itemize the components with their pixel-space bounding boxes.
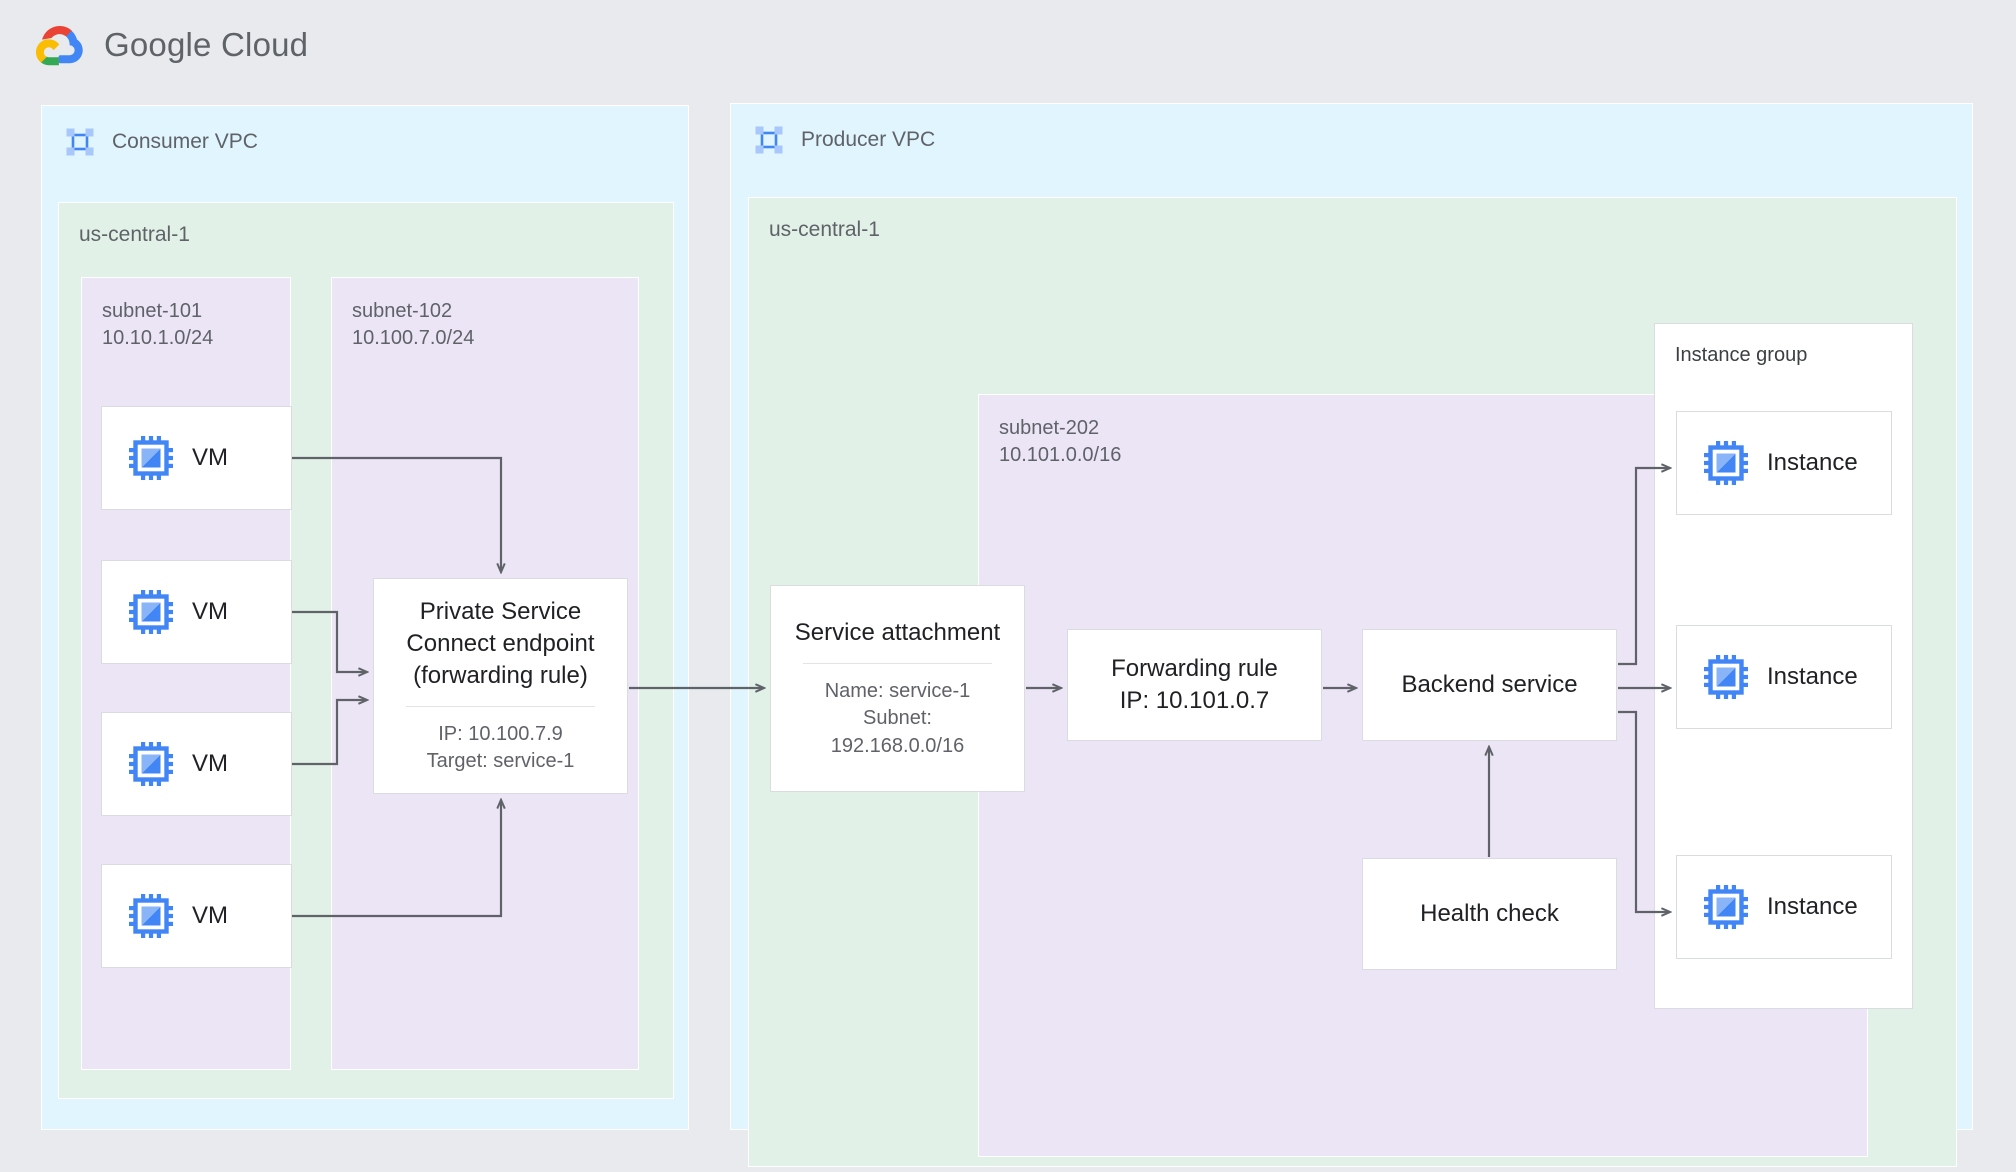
instance-card-1-label: Instance bbox=[1767, 449, 1858, 476]
psc-endpoint-details: IP: 10.100.7.9 Target: service-1 bbox=[426, 723, 575, 773]
instance-card-3-label: Instance bbox=[1767, 893, 1858, 920]
vm-chip-icon bbox=[1703, 884, 1749, 930]
producer-vpc-label: Producer VPC bbox=[801, 128, 936, 151]
psc-endpoint-divider bbox=[406, 706, 595, 708]
instance-card-2[interactable]: Instance bbox=[1676, 625, 1892, 729]
vpc-icon bbox=[64, 126, 96, 158]
vm-card-1-label: VM bbox=[192, 444, 228, 471]
service-attachment-divider bbox=[803, 663, 992, 665]
instance-card-2-label: Instance bbox=[1767, 663, 1858, 690]
health-check-title: Health check bbox=[1420, 900, 1559, 928]
vm-chip-icon bbox=[1703, 654, 1749, 700]
google-cloud-logo-icon bbox=[34, 22, 86, 68]
vm-card-4-label: VM bbox=[192, 902, 228, 929]
vm-chip-icon bbox=[128, 589, 174, 635]
service-attachment-details: Name: service-1 Subnet: 192.168.0.0/16 bbox=[824, 680, 971, 757]
instance-card-1[interactable]: Instance bbox=[1676, 411, 1892, 515]
vpc-icon bbox=[753, 124, 785, 156]
vm-card-3-label: VM bbox=[192, 750, 228, 777]
producer-vpc-header: Producer VPC bbox=[753, 124, 935, 156]
producer-region-label: us-central-1 bbox=[769, 218, 880, 241]
consumer-vpc-label: Consumer VPC bbox=[112, 130, 258, 153]
consumer-region-label: us-central-1 bbox=[79, 223, 190, 246]
forwarding-rule-card[interactable]: Forwarding rule IP: 10.101.0.7 bbox=[1067, 629, 1322, 741]
backend-service-card[interactable]: Backend service bbox=[1362, 629, 1617, 741]
instance-card-3[interactable]: Instance bbox=[1676, 855, 1892, 959]
instance-group-label: Instance group bbox=[1675, 344, 1808, 366]
vm-card-2[interactable]: VM bbox=[101, 560, 292, 664]
psc-endpoint-title: Private Service Connect endpoint (forwar… bbox=[406, 598, 595, 690]
consumer-vpc-header: Consumer VPC bbox=[64, 126, 258, 158]
page-title: Google Cloud bbox=[104, 26, 308, 64]
vm-card-4[interactable]: VM bbox=[101, 864, 292, 968]
service-attachment-card[interactable]: Service attachment Name: service-1 Subne… bbox=[770, 585, 1025, 792]
vm-card-3[interactable]: VM bbox=[101, 712, 292, 816]
backend-service-title: Backend service bbox=[1401, 671, 1578, 699]
brand-google: Google bbox=[104, 26, 212, 63]
vm-chip-icon bbox=[128, 435, 174, 481]
forwarding-rule-title: Forwarding rule IP: 10.101.0.7 bbox=[1111, 655, 1278, 714]
health-check-card[interactable]: Health check bbox=[1362, 858, 1617, 970]
vm-chip-icon bbox=[128, 893, 174, 939]
brand-cloud: Cloud bbox=[221, 26, 309, 63]
vm-card-1[interactable]: VM bbox=[101, 406, 292, 510]
page-header: Google Cloud bbox=[34, 22, 308, 68]
psc-endpoint-card[interactable]: Private Service Connect endpoint (forwar… bbox=[373, 578, 628, 794]
service-attachment-title: Service attachment bbox=[794, 619, 1001, 647]
vm-card-2-label: VM bbox=[192, 598, 228, 625]
vm-chip-icon bbox=[1703, 440, 1749, 486]
vm-chip-icon bbox=[128, 741, 174, 787]
